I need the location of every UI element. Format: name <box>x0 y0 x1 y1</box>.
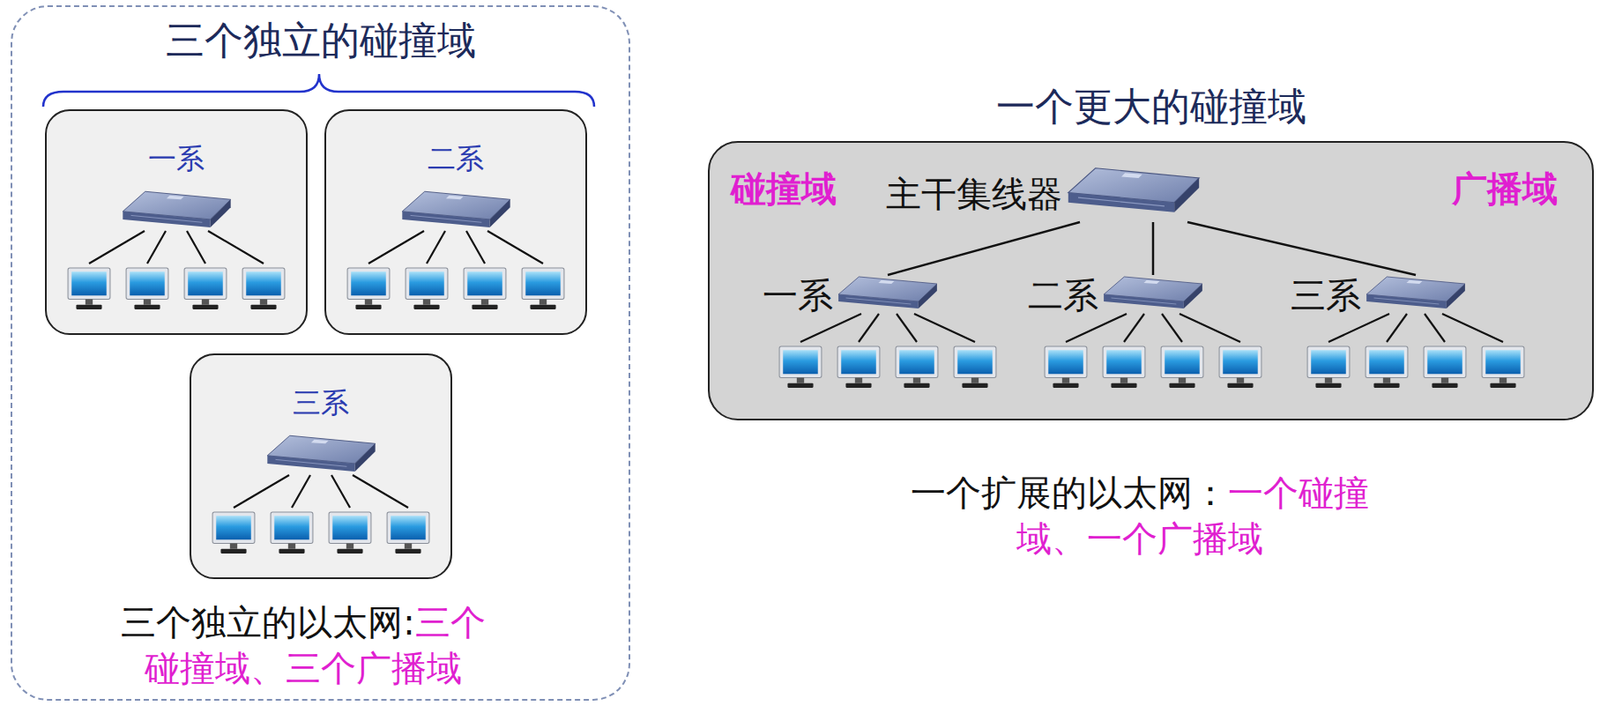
cable-line <box>208 230 264 264</box>
hub-shape <box>838 276 938 309</box>
computer-monitor <box>895 346 938 388</box>
department-lan: 二系 <box>324 109 588 335</box>
computer-monitor <box>1481 346 1525 388</box>
computer-monitor <box>405 267 448 310</box>
cable-line <box>1161 313 1183 343</box>
cable-line <box>186 230 206 264</box>
computer-monitor <box>1423 346 1467 388</box>
cable-line <box>426 230 446 264</box>
computer-monitor <box>67 267 111 310</box>
computer-monitor <box>1102 346 1146 388</box>
computer-monitor <box>1365 346 1408 388</box>
computer-monitor <box>521 267 565 310</box>
hub-icon <box>1065 165 1202 223</box>
caption-group: 一个扩展的以太网：一个碰撞域、一个广播域 <box>901 469 1378 562</box>
cable-line <box>914 313 975 343</box>
cable-line <box>858 313 879 343</box>
computer-monitor <box>1219 346 1262 388</box>
cable-line <box>1442 313 1504 343</box>
link-line <box>1152 222 1155 276</box>
node-text: 一系 <box>148 141 205 176</box>
department-hub: 一系 <box>762 275 939 316</box>
cable-line <box>147 230 166 264</box>
link-line <box>887 222 1080 276</box>
node-text: 一个更大的碰撞域 <box>996 83 1307 129</box>
brace-bracket <box>43 74 595 107</box>
cable-line <box>331 475 350 508</box>
cable-line <box>1386 313 1407 343</box>
department-hub: 二系 <box>1027 275 1205 316</box>
cable-line <box>1123 313 1145 343</box>
computer-monitor <box>1044 346 1087 388</box>
cable-line <box>1065 313 1127 343</box>
network-group: 三个独立的碰撞域三个独立的以太网:三个碰撞域、三个广播域 一系 二系三系 <box>10 5 631 701</box>
text-group: 三系 <box>191 385 451 421</box>
cable-line <box>89 230 145 264</box>
computer-monitor <box>1307 346 1350 388</box>
hub-shape <box>1103 276 1203 309</box>
hub-shape <box>1366 276 1466 309</box>
hub-icon <box>1101 275 1205 316</box>
cable-line <box>800 313 862 343</box>
computer-monitor <box>242 267 285 310</box>
hub-icon <box>1364 275 1467 316</box>
domain-tag: 碰撞域 <box>730 168 837 209</box>
computer-monitor <box>126 267 169 310</box>
text-group: 二系 <box>1027 275 1099 316</box>
computer-monitor <box>328 512 372 554</box>
hub-label: 二系 <box>1027 275 1099 316</box>
department-lan: 一系 <box>44 109 308 335</box>
cable-line <box>1424 313 1445 343</box>
domain-tag: 广播域 <box>1451 168 1558 209</box>
hub-label: 三系 <box>1290 275 1362 316</box>
computer-monitor <box>463 267 507 310</box>
cable-line <box>352 475 409 508</box>
department-lan: 三系 <box>189 353 453 580</box>
hub-icon <box>122 191 231 228</box>
hub-icon <box>267 435 375 472</box>
connectors <box>887 222 1416 276</box>
link-line <box>1187 222 1416 276</box>
hub-shape <box>1068 168 1199 213</box>
cable-line <box>466 230 485 264</box>
computer-monitor <box>184 267 227 310</box>
cable-line <box>368 230 425 264</box>
hub-label: 主干集线器 <box>885 173 1063 215</box>
department-hub: 三系 <box>1290 275 1467 316</box>
computer-monitor <box>212 512 255 554</box>
hub-icon <box>836 275 939 316</box>
node-text: 二系 <box>427 141 484 176</box>
computer-monitor <box>779 346 822 388</box>
text-group: 一系 <box>762 275 834 316</box>
computer-monitor <box>837 346 880 388</box>
hub-icon <box>401 191 510 228</box>
computer-monitor <box>347 267 390 310</box>
cable-line <box>487 230 544 264</box>
computer-monitor <box>270 512 313 554</box>
text-group: 三个独立的以太网:三个碰撞域、三个广播域 <box>113 599 493 692</box>
text-group: 一个更大的碰撞域 <box>709 84 1593 129</box>
cable-line <box>1179 313 1241 343</box>
node-text: 三个独立的碰撞域 <box>165 17 477 63</box>
node-text: 三个独立的以太网: <box>120 602 415 643</box>
computer-monitor <box>386 512 430 554</box>
text-group: 一系 <box>46 141 306 177</box>
cable-line <box>896 313 917 343</box>
hub-label: 一系 <box>762 275 834 316</box>
domain-tag-group: 碰撞域 <box>713 167 855 210</box>
cable-line <box>233 475 290 508</box>
backbone-hub: 主干集线器 <box>885 165 1202 223</box>
computer-monitor <box>1160 346 1204 388</box>
node-text: 三系 <box>292 386 350 420</box>
computer-monitor <box>953 346 997 388</box>
cable-line <box>1328 313 1390 343</box>
text-group: 三个独立的碰撞域 <box>12 15 629 66</box>
cable-line <box>291 475 311 508</box>
text-group: 三系 <box>1290 275 1362 316</box>
domain-tag-group: 广播域 <box>1434 167 1576 210</box>
text-group: 主干集线器 <box>885 165 1063 223</box>
text-group: 二系 <box>326 141 586 177</box>
caption: 一个扩展的以太网： <box>910 472 1228 514</box>
